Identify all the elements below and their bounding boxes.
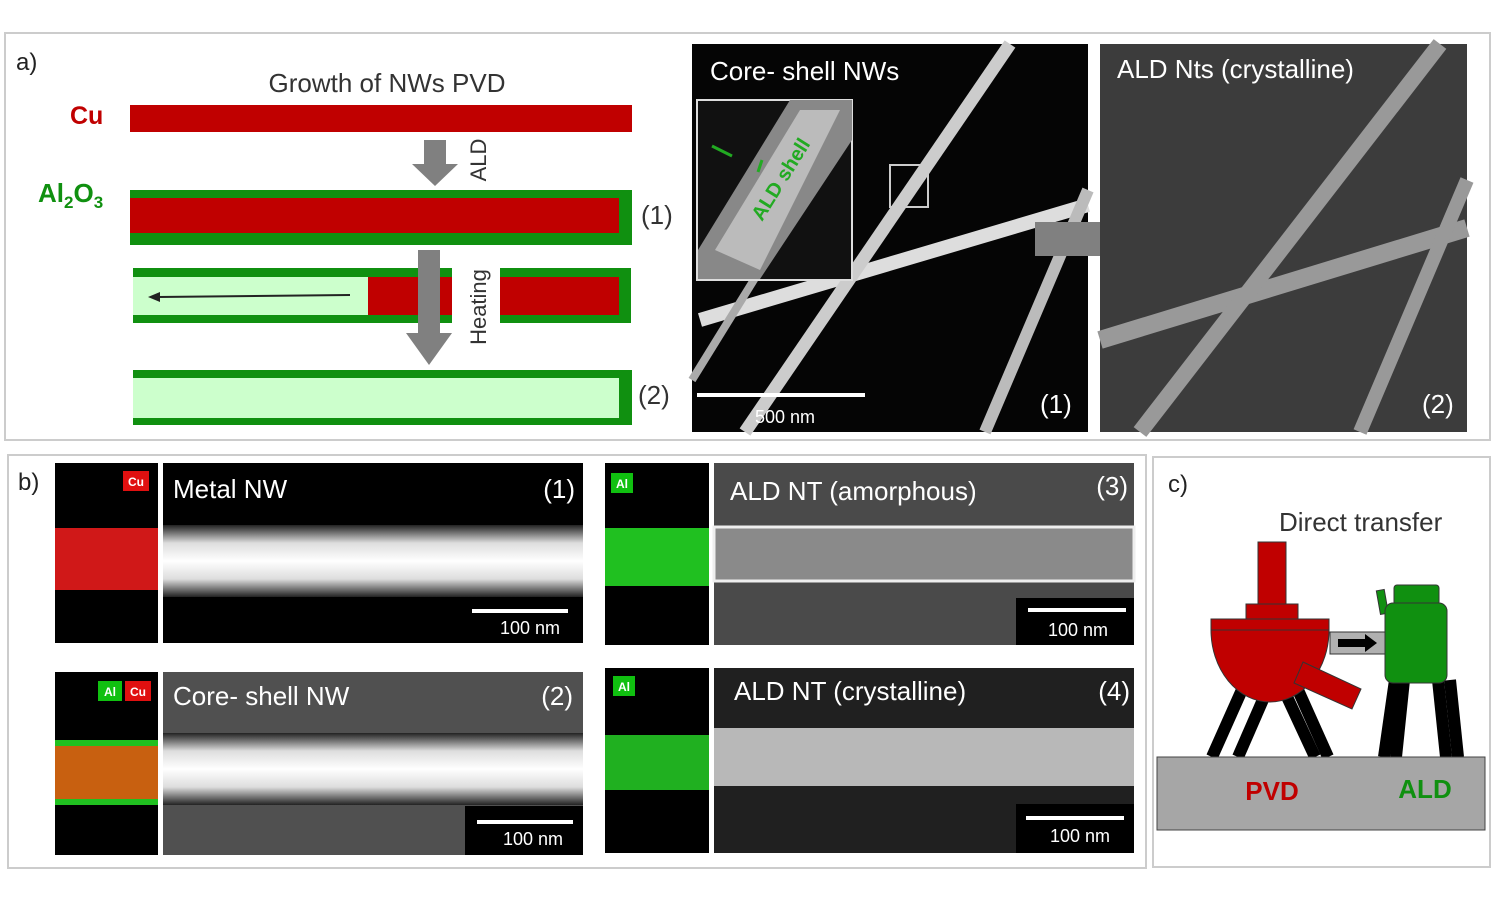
scale-bar xyxy=(1026,816,1124,820)
image-index: (4) xyxy=(1098,676,1130,706)
heating-nanowire xyxy=(133,268,631,323)
pvd-ald-system-illustration xyxy=(1156,541,1486,831)
scale-label: 100 nm xyxy=(1048,620,1108,640)
image-index: (1) xyxy=(543,474,575,504)
svg-text:Al: Al xyxy=(104,685,116,699)
image-title: Metal NW xyxy=(173,474,288,504)
element-tag-cu xyxy=(123,471,149,491)
tem-ald-nt-crystalline: Al ALD NT (crystalline) (4) 100 nm xyxy=(605,668,1134,853)
panel-c: c) Direct transfer xyxy=(1152,456,1491,868)
sem-image-crystalline: ALD Nts (crystalline) (2) xyxy=(1097,39,1474,437)
inset-image: ALD shell xyxy=(696,99,853,281)
image-index: (3) xyxy=(1096,471,1128,501)
core-shell-nanowire xyxy=(130,190,632,245)
ald-arrow xyxy=(412,140,458,186)
stage-2-label: (2) xyxy=(638,380,670,410)
cu-label: Cu xyxy=(70,102,103,130)
element-tag-al xyxy=(611,473,633,493)
svg-text:Cu: Cu xyxy=(128,475,144,489)
svg-text:Al: Al xyxy=(616,477,628,491)
panel-a-label: a) xyxy=(16,49,37,76)
svg-text:Cu: Cu xyxy=(130,685,146,699)
sem2-title: ALD Nts (crystalline) xyxy=(1117,54,1354,84)
element-tag-al xyxy=(98,681,122,701)
scale-label: 100 nm xyxy=(1050,826,1110,846)
heating-step-label: Heating xyxy=(466,269,491,345)
scale-label: 100 nm xyxy=(500,618,560,638)
scale-label: 500 nm xyxy=(755,407,815,427)
panel-b-label: b) xyxy=(18,469,39,496)
svg-text:Al: Al xyxy=(618,680,630,694)
al2o3-label: Al2O3 xyxy=(38,178,103,212)
scale-label: 100 nm xyxy=(503,829,563,849)
direct-transfer-label: Direct transfer xyxy=(1279,507,1443,537)
panel-a: a) Growth of NWs PVD Cu Al2O3 ALD (1) xyxy=(4,32,1491,441)
ald-step-label: ALD xyxy=(466,139,491,182)
element-tag-cu xyxy=(125,681,151,701)
tem-core-shell-nw: Al Cu Core- shell NW (2) 100 nm xyxy=(55,672,583,855)
schematic-title: Growth of NWs PVD xyxy=(269,68,506,98)
scale-bar xyxy=(472,609,568,613)
pvd-label: PVD xyxy=(1245,776,1298,806)
image-title: ALD NT (crystalline) xyxy=(734,676,966,706)
element-tag-al xyxy=(613,676,635,696)
tem-metal-nw: Cu Metal NW (1) 100 nm xyxy=(55,463,583,643)
sem1-title: Core- shell NWs xyxy=(710,56,899,86)
image-title: Core- shell NW xyxy=(173,681,350,711)
sem-image-core-shell: ALD shell Core- shell NWs 500 nm (1) xyxy=(688,40,1094,436)
scale-bar xyxy=(697,393,865,397)
nanotube xyxy=(133,370,632,425)
heating-arrow xyxy=(406,250,452,365)
image-index: (2) xyxy=(541,681,573,711)
stage-1-label: (1) xyxy=(641,200,673,230)
image-title: ALD NT (amorphous) xyxy=(730,476,977,506)
tem-ald-nt-amorphous: Al ALD NT (amorphous) (3) 100 nm xyxy=(605,463,1136,645)
scale-bar xyxy=(477,820,573,824)
scale-bar xyxy=(1028,608,1126,612)
panel-b: b) Cu Metal NW (1) 100 nm Al Cu Core- sh… xyxy=(7,454,1147,869)
sem1-index: (1) xyxy=(1040,389,1072,419)
ald-label: ALD xyxy=(1398,774,1451,804)
sem2-index: (2) xyxy=(1422,389,1454,419)
panel-c-label: c) xyxy=(1168,471,1188,498)
cu-nanowire xyxy=(130,105,632,132)
zoom-region-box xyxy=(889,164,929,208)
